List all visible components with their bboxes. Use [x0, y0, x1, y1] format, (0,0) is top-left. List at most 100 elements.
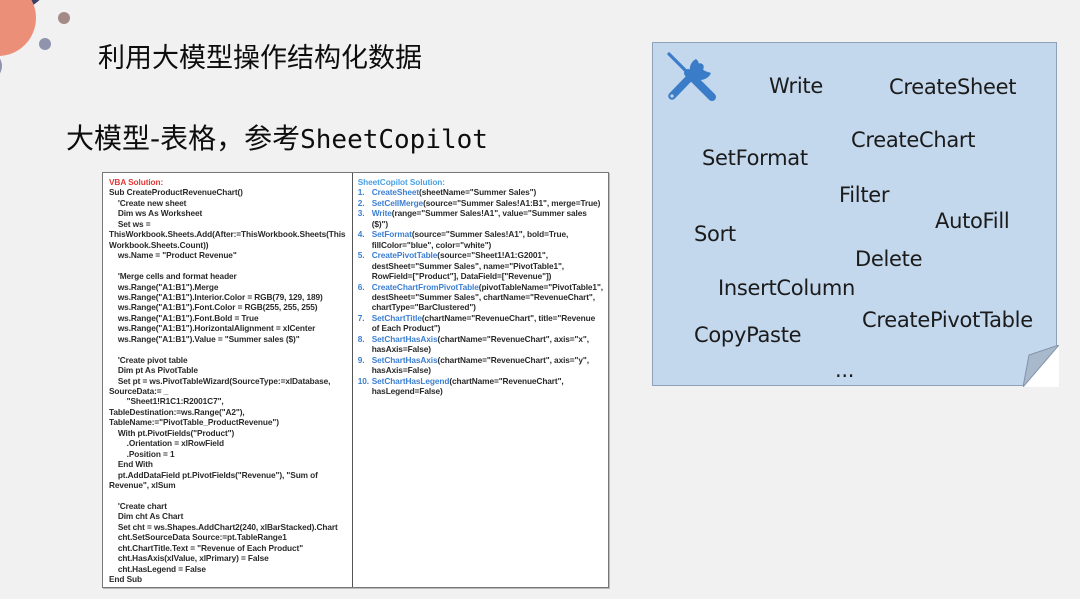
step-body: SetChartHasLegend(chartName="RevenueChar…: [372, 376, 603, 397]
code-line: cht.HasLegend = False: [109, 563, 206, 574]
blank-line: [109, 344, 347, 354]
code-line: ws.Range("A1:B1").Interior.Color = RGB(7…: [109, 291, 323, 302]
step-number: 5.: [357, 250, 365, 261]
code-line: ws.Range("A1:B1").Value = "Summer sales …: [109, 333, 300, 344]
function-name: Write: [371, 208, 392, 219]
step-number: 10.: [357, 375, 369, 386]
function-args: (source="Sheet1!A1:G2001", destSheet="Su…: [371, 250, 565, 282]
step-number: 7.: [357, 312, 365, 323]
function-args: (source="Summer Sales!A1:B1", merge=True…: [423, 197, 601, 208]
function-label: CreateSheet: [889, 75, 1017, 99]
function-label: CopyPaste: [694, 323, 802, 347]
function-label: Write: [769, 74, 823, 98]
step-body: Write(range="Summer Sales!A1", value="Su…: [372, 208, 603, 229]
step-item: 1. CreateSheet(sheetName="Summer Sales"): [358, 187, 603, 197]
function-label: CreatePivotTable: [862, 308, 1033, 332]
function-name: SetCellMerge: [371, 197, 424, 208]
code-line: Dim cht As Chart: [109, 511, 184, 522]
step-item: 3. Write(range="Summer Sales!A1", value="…: [358, 208, 603, 229]
step-body: CreateChartFromPivotTable(pivotTableName…: [372, 282, 603, 313]
vba-solution-heading: VBA Solution:: [109, 177, 164, 187]
vba-solution-column: VBA Solution: Sub CreateProductRevenueCh…: [103, 173, 353, 587]
function-label: AutoFill: [935, 209, 1010, 233]
code-line: 'Create pivot table: [109, 354, 188, 365]
subtitle-english: SheetCopilot: [300, 125, 488, 155]
code-line: Set pt = ws.PivotTableWizard(SourceType:…: [109, 375, 333, 397]
code-line: cht.ChartTitle.Text = "Revenue of Each P…: [109, 542, 304, 553]
blank-line: [109, 261, 347, 271]
code-line: Dim ws As Worksheet: [109, 208, 203, 219]
step-item: 8. SetChartHasAxis(chartName="RevenueChar…: [358, 334, 603, 355]
code-line: Sub CreateProductRevenueChart(): [109, 187, 243, 198]
code-line: ThisWorkbook.Sheets.Add(After:=ThisWorkb…: [109, 229, 346, 250]
function-label: Sort: [694, 222, 736, 246]
function-label: InsertColumn: [718, 276, 856, 300]
step-item: 4.SetFormat(source="Summer Sales!A1", bo…: [358, 229, 603, 250]
code-line: 'Create new sheet: [109, 197, 187, 208]
function-name: CreateSheet: [371, 187, 420, 198]
decorative-circle-slate: [0, 52, 2, 80]
step-body: SetCellMerge(source="Summer Sales!A1:B1"…: [372, 198, 603, 208]
slide-title: 利用大模型操作结构化数据: [98, 43, 422, 74]
code-line: End With: [109, 459, 153, 470]
step-body: SetChartHasAxis(chartName="RevenueChart"…: [372, 334, 603, 355]
step-number: 3.: [357, 208, 365, 219]
step-item: 6.CreateChartFromPivotTable(pivotTableNa…: [358, 282, 603, 313]
code-line: cht.HasAxis(xlValue, xlPrimary) = False: [109, 553, 269, 564]
function-label: Delete: [855, 247, 923, 271]
function-args: (chartName="RevenueChart", hasLegend=Fal…: [371, 375, 564, 397]
function-args: (source="Summer Sales!A1", bold=True, fi…: [371, 229, 569, 250]
sheetcopilot-steps-list: 1.CreateSheet(sheetName="Summer Sales")2…: [358, 187, 603, 396]
code-line: ws.Range("A1:B1").Font.Color = RGB(255, …: [109, 302, 318, 313]
step-body: CreateSheet(sheetName="Summer Sales"): [372, 187, 603, 197]
subtitle-chinese: 大模型-表格，参考: [66, 122, 301, 155]
code-line: Set cht = ws.Shapes.AddChart2(240, xlBar…: [109, 521, 338, 532]
function-args: (chartName="RevenueChart", axis="y", has…: [371, 354, 589, 376]
code-line: End Sub: [109, 574, 142, 585]
tools-icon: [667, 52, 716, 101]
step-body: CreatePivotTable(source="Sheet1!A1:G2001…: [372, 250, 603, 281]
step-number: 8.: [357, 333, 365, 344]
step-item: 10.SetChartHasLegend(chartName="RevenueC…: [358, 376, 603, 397]
function-name: CreateChartFromPivotTable: [371, 281, 479, 292]
decorative-dot-brown: [58, 12, 70, 24]
sheetcopilot-solution-column: SheetCopilot Solution: 1. CreateSheet(she…: [353, 173, 608, 587]
function-name: SetChartHasAxis: [371, 333, 438, 344]
vba-code-block: Sub CreateProductRevenueChart() 'Create …: [109, 187, 347, 584]
decorative-circle-salmon: [0, 0, 36, 56]
step-number: 2.: [357, 197, 365, 208]
function-args: (chartName="RevenueChart", axis="x", has…: [371, 333, 589, 355]
step-item: 7. SetChartTitle(chartName="RevenueChart"…: [358, 313, 603, 334]
step-body: SetFormat(source="Summer Sales!A1", bold…: [372, 229, 603, 250]
step-number: 1.: [357, 187, 365, 198]
code-line: 'Create chart: [109, 501, 167, 511]
function-label: ...: [835, 358, 855, 382]
code-line: ws.Range("A1:B1").HorizontalAlignment = …: [109, 323, 316, 334]
function-name: SetFormat: [371, 229, 412, 240]
sheetcopilot-solution-heading: SheetCopilot Solution:: [357, 177, 445, 187]
function-args: (chartName="RevenueChart", title="Revenu…: [371, 312, 596, 334]
step-number: 9.: [357, 354, 365, 365]
function-args: (pivotTableName="PivotTable1", destSheet…: [371, 281, 603, 313]
code-line: .Orientation = xlRowField: [109, 438, 224, 449]
function-label: SetFormat: [702, 146, 808, 170]
step-item: 2. SetCellMerge(source="Summer Sales!A1:B…: [358, 198, 603, 208]
code-line: ws.Range("A1:B1").Font.Bold = True: [109, 312, 259, 323]
page-fold-corner: [1023, 345, 1059, 387]
function-label: CreateChart: [851, 128, 976, 152]
function-list-card: [652, 42, 1057, 386]
function-args: (range="Summer Sales!A1", value="Summer …: [371, 208, 587, 229]
step-item: 9.SetChartHasAxis(chartName="RevenueChar…: [358, 355, 603, 376]
blank-line: [109, 491, 347, 501]
code-line: cht.SetSourceData Source:=pt.TableRange1: [109, 532, 287, 543]
function-label: Filter: [839, 183, 890, 207]
slide-subtitle: 大模型-表格，参考SheetCopilot: [66, 117, 488, 157]
code-line: .Position = 1: [109, 448, 175, 459]
code-comparison-table: VBA Solution: Sub CreateProductRevenueCh…: [102, 172, 609, 588]
decorative-dot-slate: [39, 38, 51, 50]
function-name: SetChartTitle: [371, 312, 422, 323]
step-body: SetChartTitle(chartName="RevenueChart", …: [372, 313, 603, 334]
code-line: "Sheet1!R1C1:R2001C7", TableDestination:…: [109, 396, 279, 428]
code-line: ws.Name = "Product Revenue": [109, 250, 237, 261]
function-args: (sheetName="Summer Sales"): [419, 187, 537, 198]
